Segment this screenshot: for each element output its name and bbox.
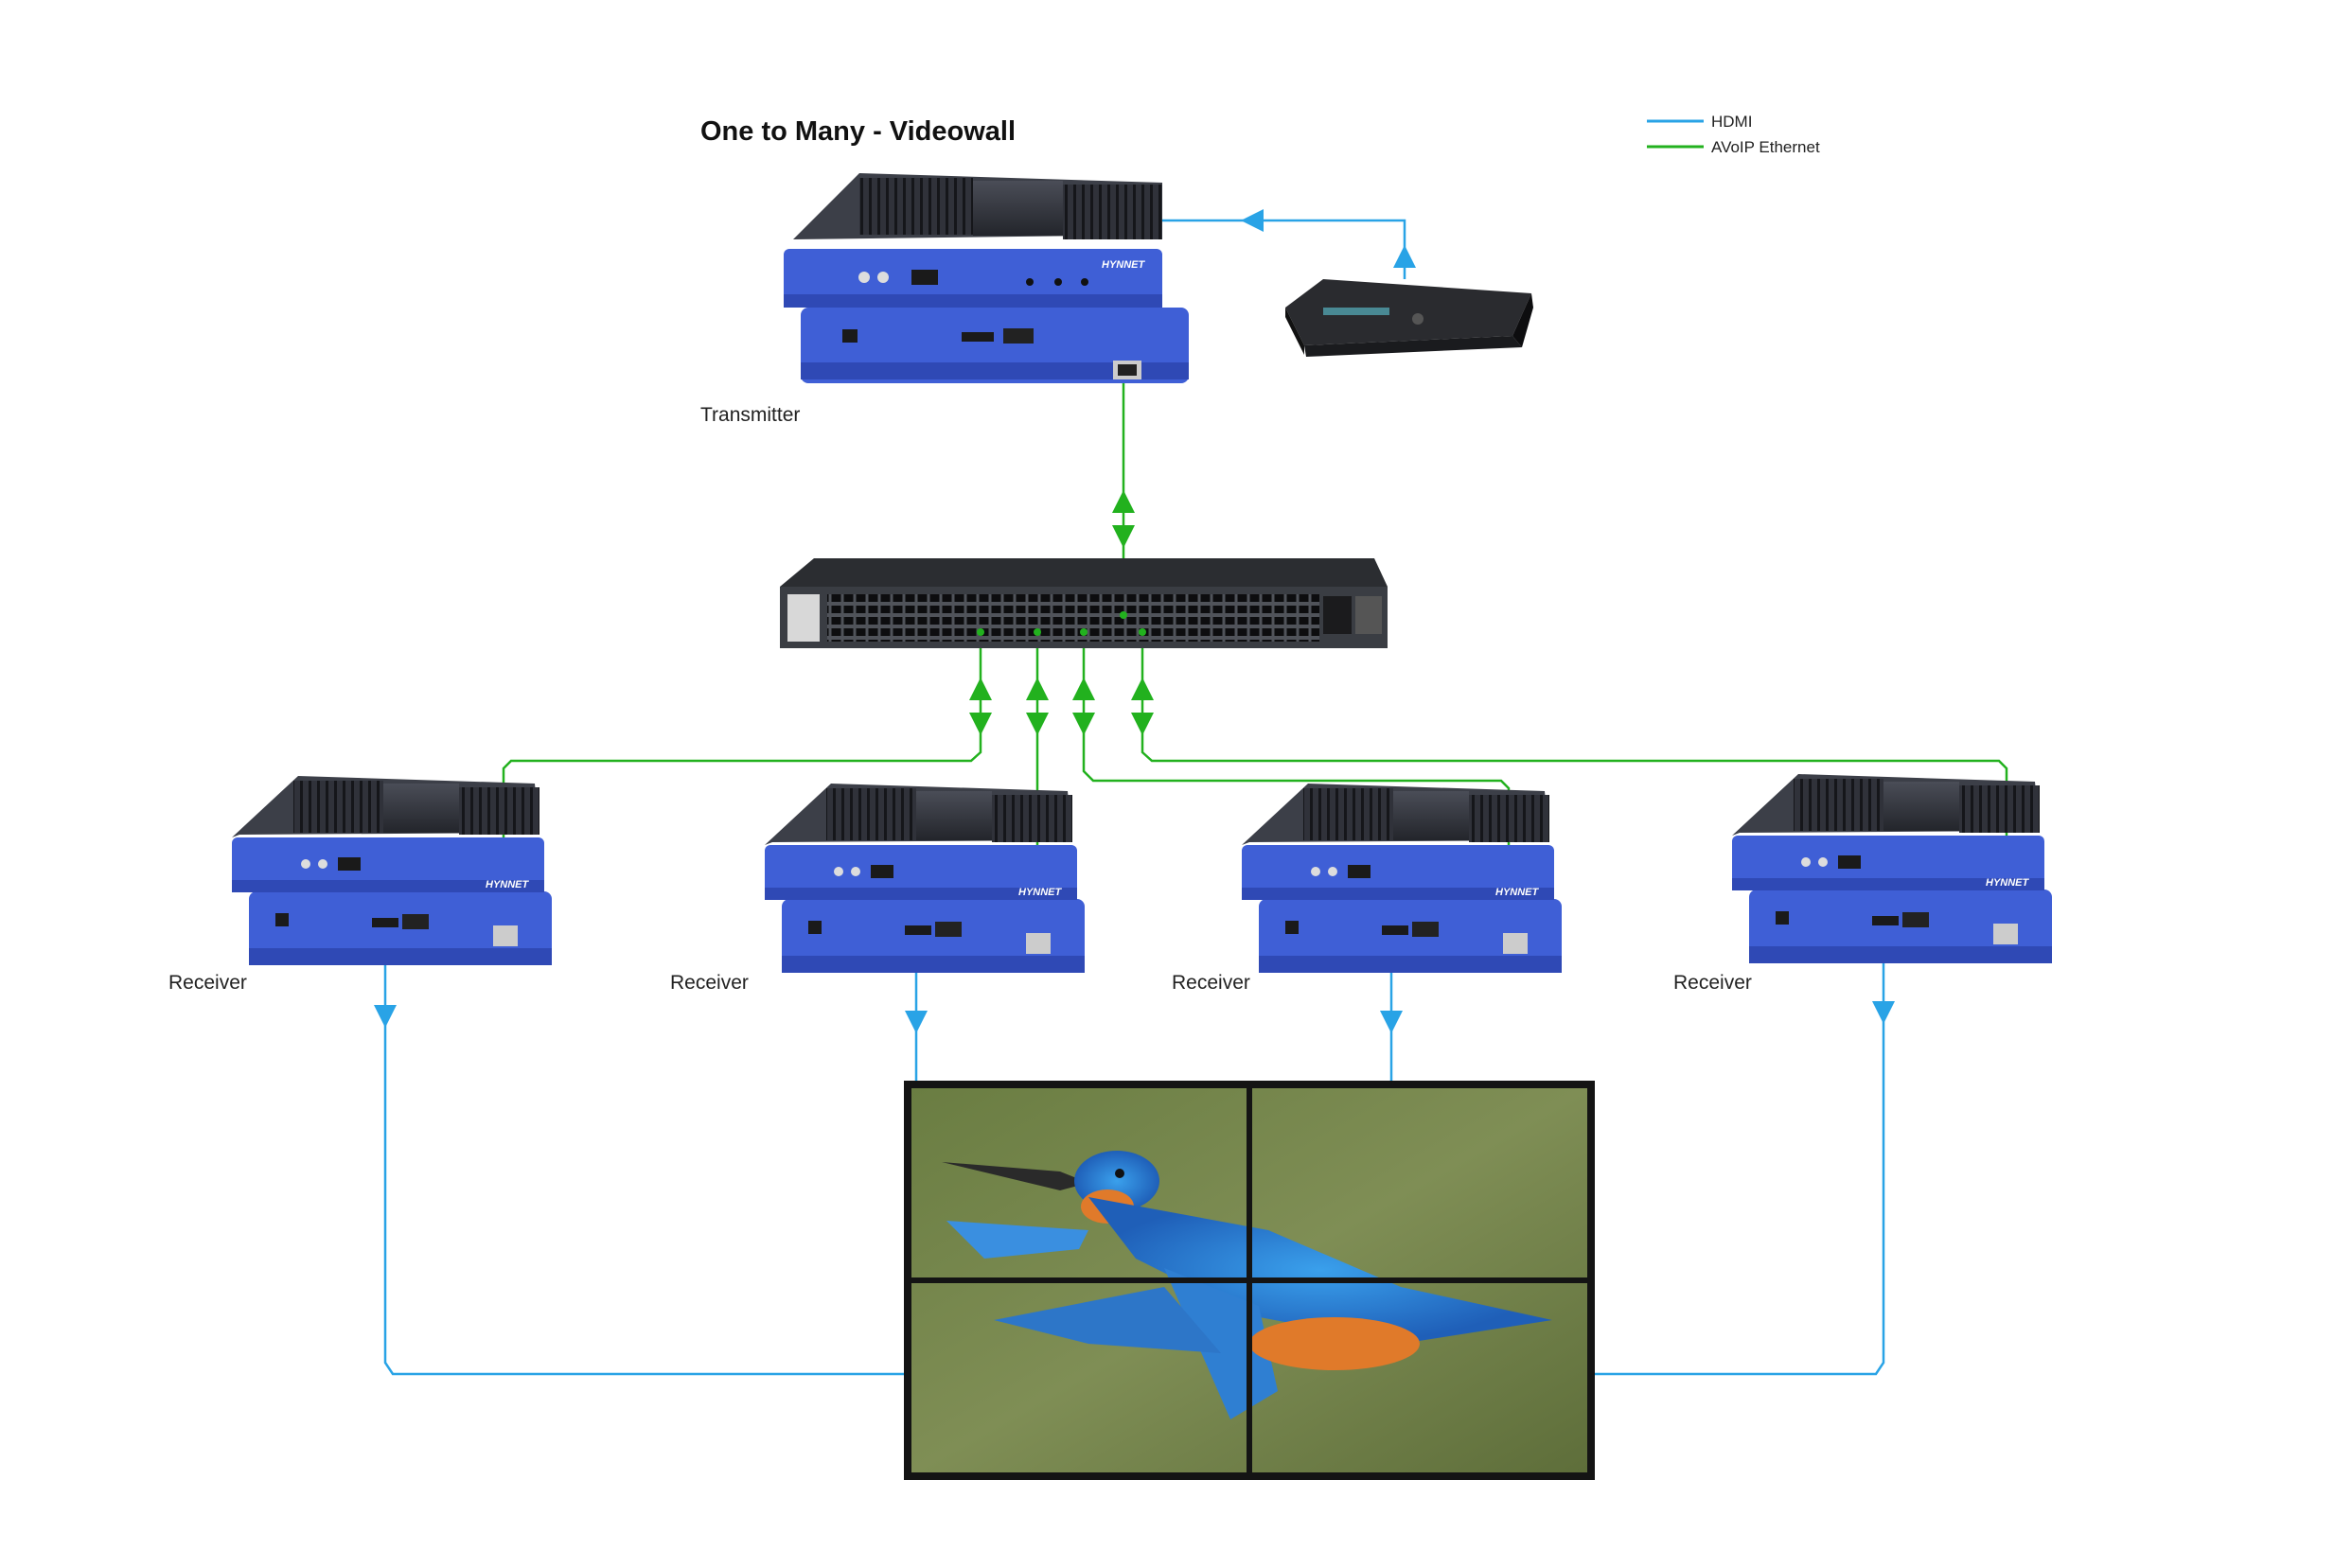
network-switch	[780, 558, 1388, 648]
switch-port-bank	[827, 594, 1319, 642]
transmitter-device: HYNNET	[784, 173, 1189, 383]
double-arrow-icon	[1072, 678, 1095, 700]
double-arrow-icon	[1026, 713, 1049, 735]
ethernet-arrows	[969, 490, 1154, 735]
receiver-1: HYNNET	[232, 776, 552, 965]
double-arrow-icon	[1112, 525, 1135, 548]
double-arrow-icon	[969, 713, 992, 735]
receiver-1-label: Receiver	[168, 972, 247, 994]
double-arrow-icon	[1072, 713, 1095, 735]
hdmi-source-to-transmitter	[1162, 219, 1406, 279]
double-arrow-icon	[1131, 678, 1154, 700]
receiver-4-label: Receiver	[1673, 972, 1752, 994]
receiver-2-label: Receiver	[670, 972, 749, 994]
arrow-left-icon	[1241, 209, 1264, 232]
legend-hdmi-label: HDMI	[1711, 113, 1752, 131]
receiver-brand-logo: HYNNET	[1986, 877, 2030, 889]
legend-ethernet-label: AVoIP Ethernet	[1711, 138, 1820, 156]
kingfisher-image	[942, 1151, 1552, 1419]
transmitter-brand-logo: HYNNET	[1102, 259, 1146, 271]
diagram-title: One to Many - Videowall	[700, 116, 1016, 147]
arrow-up-icon	[1393, 245, 1416, 268]
receiver-3-label: Receiver	[1172, 972, 1250, 994]
switch-status-panel	[787, 594, 820, 642]
receiver-brand-logo: HYNNET	[486, 879, 530, 890]
receiver-2: HYNNET	[765, 784, 1085, 973]
hdmi-arrows	[374, 209, 1895, 1033]
double-arrow-icon	[969, 678, 992, 700]
legend: HDMI AVoIP Ethernet	[1647, 113, 1820, 156]
arrow-down-icon	[1380, 1011, 1403, 1033]
receiver-brand-logo: HYNNET	[1018, 887, 1063, 898]
hdmi-receiver-1-to-wall	[383, 960, 904, 1376]
transmitter-front-panel	[784, 249, 1162, 308]
receiver-3: HYNNET	[1242, 784, 1562, 973]
receiver-brand-logo: HYNNET	[1495, 887, 1540, 898]
hdmi-receiver-4-to-wall	[1590, 960, 1885, 1376]
double-arrow-icon	[1112, 490, 1135, 513]
double-arrow-icon	[1131, 713, 1154, 735]
video-wall	[904, 1081, 1595, 1480]
double-arrow-icon	[1026, 678, 1049, 700]
transmitter-label: Transmitter	[700, 404, 800, 426]
media-player-icon	[1285, 279, 1533, 357]
receiver-4: HYNNET	[1732, 774, 2052, 963]
arrow-down-icon	[1872, 1001, 1895, 1024]
arrow-down-icon	[905, 1011, 928, 1033]
arrow-down-icon	[374, 1005, 397, 1028]
